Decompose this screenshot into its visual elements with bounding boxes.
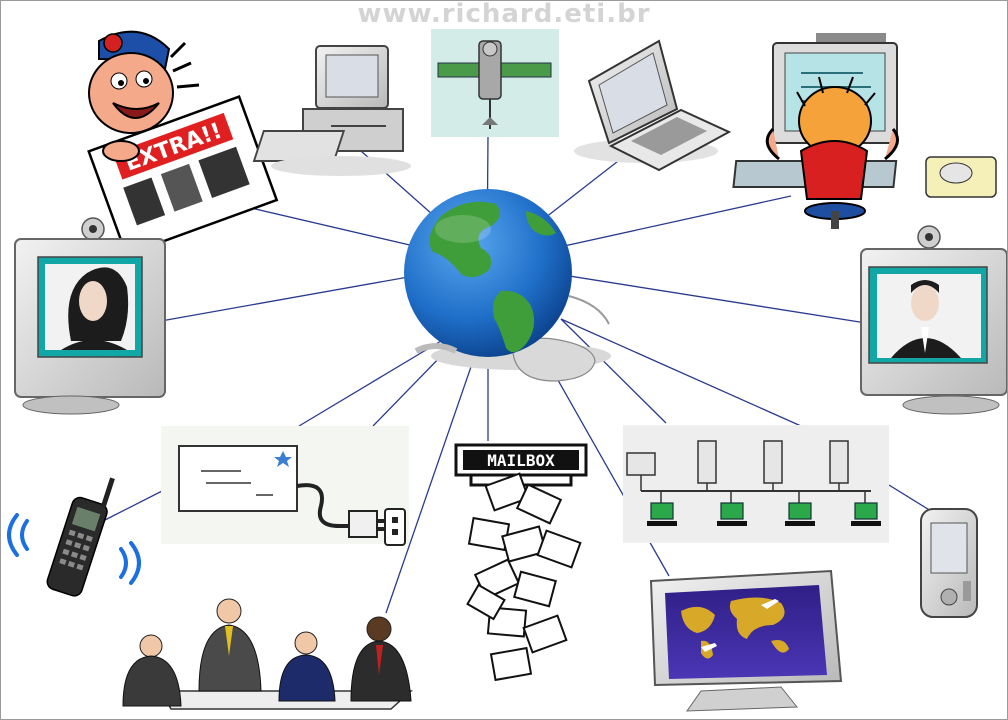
email-envelope-plug-icon xyxy=(161,426,409,546)
watermark: www.richard.eti.br xyxy=(357,0,651,29)
newspaper-boy-icon: EXTRA!! xyxy=(87,30,279,257)
link-email-1 xyxy=(298,340,442,427)
laptop-icon xyxy=(574,39,732,172)
link-phone xyxy=(102,488,167,522)
desktop-computer-icon xyxy=(252,45,411,176)
link-email-2 xyxy=(372,350,447,427)
business-meeting-icon xyxy=(122,598,413,710)
world-map-monitor-icon xyxy=(649,569,843,712)
link-network-1 xyxy=(560,318,667,424)
satellite-icon xyxy=(431,29,559,137)
pda-icon xyxy=(920,508,978,618)
link-network-2 xyxy=(560,318,802,427)
link-pda xyxy=(888,484,932,512)
video-monitor-icon xyxy=(860,225,1007,415)
person-at-computer-icon xyxy=(732,33,997,229)
globe-hub xyxy=(404,189,611,382)
link-meeting xyxy=(385,360,474,614)
cell-phone-icon xyxy=(7,477,141,597)
mailbox-letters-icon: MAILBOX xyxy=(454,443,588,682)
computer-network-icon xyxy=(623,425,889,543)
video-monitor-icon xyxy=(14,217,166,415)
mailbox-label: MAILBOX xyxy=(487,451,555,470)
